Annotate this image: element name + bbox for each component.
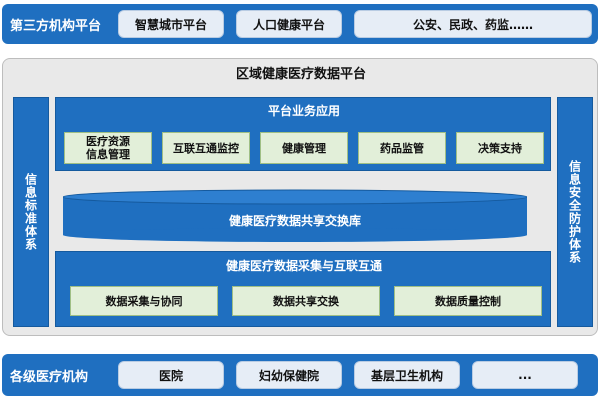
platform-title: 区域健康医疗数据平台 (235, 67, 366, 82)
third-party-item-police-civil-drug: 公安、民政、药监…… (354, 10, 592, 38)
business-item-medical-resource: 医疗资源 信息管理 (64, 132, 152, 164)
third-party-item-population-health: 人口健康平台 (236, 10, 342, 38)
database-label: 健康医疗数据共享交换库 (228, 213, 361, 228)
business-apps-title: 平台业务应用 (267, 103, 340, 118)
medical-institutions-band: 各级医疗机构 医院 妇幼保健院 基层卫生机构 ... (2, 354, 598, 396)
collect-item-sharing: 数据共享交换 (232, 286, 380, 316)
data-collection-panel: 健康医疗数据采集与互联互通 数据采集与协同 数据共享交换 数据质量控制 (55, 251, 551, 327)
institution-item-more: ... (472, 361, 578, 389)
info-security-system: 信息安全防护体系 (557, 97, 593, 327)
business-item-drug-supervision: 药品监管 (358, 132, 446, 164)
institution-item-maternal-child: 妇幼保健院 (236, 361, 342, 389)
data-collection-title: 健康医疗数据采集与互联互通 (225, 258, 382, 273)
business-item-decision-support: 决策支持 (456, 132, 544, 164)
business-apps-panel: 平台业务应用 医疗资源 信息管理 互联互通监控 健康管理 药品监管 决策支持 (55, 97, 551, 171)
business-item-interconnect-monitor: 互联互通监控 (162, 132, 250, 164)
business-item-health-management: 健康管理 (260, 132, 348, 164)
collect-item-acquisition: 数据采集与协同 (70, 286, 218, 316)
institution-item-hospital: 医院 (118, 361, 224, 389)
database-cylinder-icon (63, 189, 527, 242)
institution-item-primary-care: 基层卫生机构 (354, 361, 460, 389)
third-party-label: 第三方机构平台 (10, 18, 102, 34)
third-party-band: 第三方机构平台 智慧城市平台 人口健康平台 公安、民政、药监…… (2, 4, 598, 44)
collect-item-quality: 数据质量控制 (394, 286, 542, 316)
third-party-item-smart-city: 智慧城市平台 (118, 10, 224, 38)
data-exchange-database: 健康医疗数据共享交换库 (63, 189, 527, 243)
info-standard-system: 信息标准体系 (13, 97, 49, 327)
medical-institutions-label: 各级医疗机构 (10, 369, 89, 385)
regional-platform-frame: 区域健康医疗数据平台 信息标准体系 信息安全防护体系 平台业务应用 医疗资源 信… (2, 58, 598, 336)
